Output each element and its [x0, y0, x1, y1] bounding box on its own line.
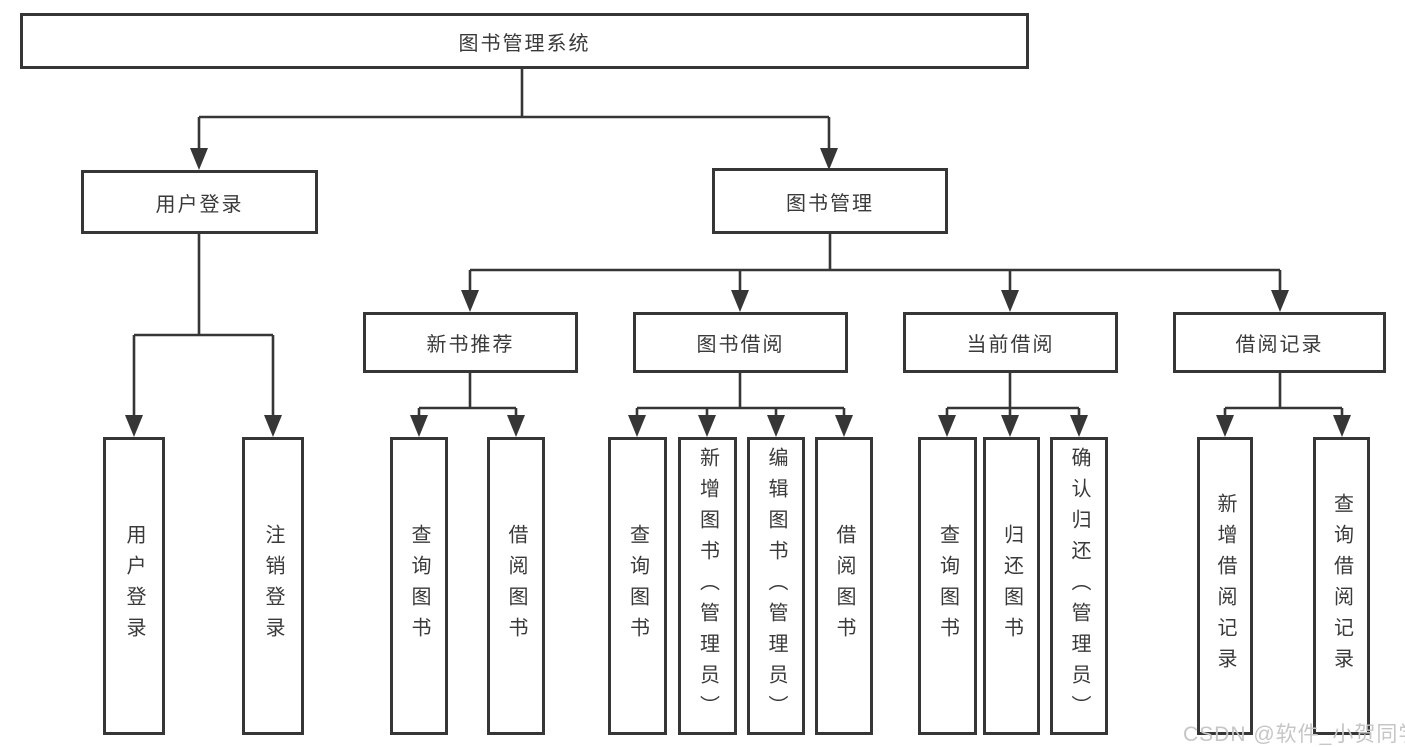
leaf-logout: 注销登录: [242, 437, 304, 735]
leaf-borrow-books-recommend-label: 借阅图书: [505, 524, 527, 648]
leaf-edit-book-admin-label: 编辑图书（管理员）: [765, 446, 787, 726]
leaf-add-borrow-record-label: 新增借阅记录: [1214, 493, 1236, 679]
leaf-add-book-admin: 新增图书（管理员）: [678, 437, 737, 735]
node-new-book-recommend-label: 新书推荐: [426, 334, 515, 356]
leaf-query-borrow-record: 查询借阅记录: [1313, 437, 1370, 735]
node-book-borrowing: 图书借阅: [633, 312, 848, 373]
leaf-query-books-recommend: 查询图书: [390, 437, 448, 735]
leaf-return-book: 归还图书: [983, 437, 1040, 735]
leaf-query-books-borrowing: 查询图书: [608, 437, 667, 735]
leaf-confirm-return-admin: 确认归还（管理员）: [1050, 437, 1108, 735]
leaf-user-login: 用户登录: [103, 437, 165, 735]
leaf-query-borrow-record-label: 查询借阅记录: [1330, 493, 1353, 679]
leaf-return-book-label: 归还图书: [1000, 524, 1023, 648]
node-user-login-group-label: 用户登录: [155, 193, 244, 216]
leaf-confirm-return-admin-label: 确认归还（管理员）: [1068, 446, 1090, 726]
leaf-query-books-recommend-label: 查询图书: [408, 524, 430, 648]
node-book-management: 图书管理: [712, 168, 948, 234]
leaf-query-books-borrowing-label: 查询图书: [626, 524, 649, 648]
node-root-label: 图书管理系统: [458, 32, 591, 55]
watermark: CSDN @软件_小贺同学: [1183, 723, 1405, 746]
node-root: 图书管理系统: [20, 13, 1029, 69]
node-borrowing-records-label: 借阅记录: [1235, 334, 1324, 356]
leaf-query-books-current-label: 查询图书: [936, 524, 959, 648]
leaf-query-books-current: 查询图书: [918, 437, 977, 735]
leaf-user-login-label: 用户登录: [123, 524, 145, 648]
leaf-borrow-books-borrowing-label: 借阅图书: [833, 524, 855, 648]
leaf-add-book-admin-label: 新增图书（管理员）: [696, 446, 719, 726]
leaf-logout-label: 注销登录: [262, 524, 284, 648]
node-new-book-recommend: 新书推荐: [363, 312, 578, 373]
node-user-login-group: 用户登录: [81, 170, 318, 234]
node-current-borrowing: 当前借阅: [903, 312, 1118, 373]
leaf-add-borrow-record: 新增借阅记录: [1197, 437, 1253, 735]
node-book-borrowing-label: 图书借阅: [696, 334, 785, 356]
leaf-edit-book-admin: 编辑图书（管理员）: [747, 437, 805, 735]
node-borrowing-records: 借阅记录: [1173, 312, 1386, 373]
node-current-borrowing-label: 当前借阅: [966, 334, 1055, 356]
node-book-management-label: 图书管理: [786, 192, 874, 215]
leaf-borrow-books-recommend: 借阅图书: [487, 437, 545, 735]
leaf-borrow-books-borrowing: 借阅图书: [815, 437, 873, 735]
